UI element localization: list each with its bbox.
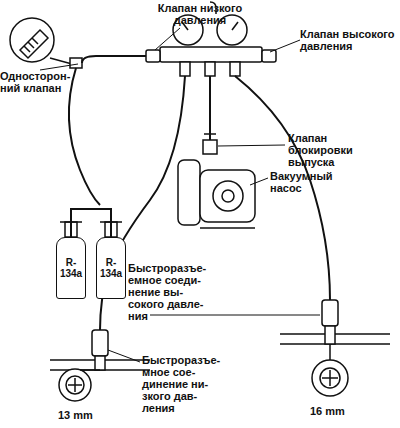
leader-line [150, 315, 320, 316]
quick-coupler [312, 360, 348, 396]
part-label: Клапан низкого давления [150, 2, 250, 26]
cylinder-valve [60, 221, 122, 223]
cylinder-label: R- 134a [57, 257, 85, 279]
vacuum-pump [213, 181, 243, 211]
quick-coupler [68, 378, 82, 392]
quick-coupler [322, 300, 338, 326]
manifold-gauge [146, 50, 160, 62]
quick-coupler [322, 370, 338, 386]
leader-line [270, 40, 300, 52]
cylinder-valve [60, 222, 122, 237]
part-label: Односторон- ний клапан [0, 70, 74, 94]
leader-line [218, 145, 285, 146]
part-label: Клапан блокировки выпуска [288, 132, 378, 168]
quick-coupler [66, 376, 84, 394]
vacuum-pump [222, 190, 234, 202]
leader-line [155, 28, 180, 50]
vacuum-pump [200, 170, 255, 222]
hose [209, 76, 211, 140]
leader-line [40, 28, 320, 362]
quick-coupler [320, 368, 340, 388]
manifold-gauge [146, 2, 276, 76]
manifold-gauge [180, 62, 190, 76]
quick-coupler [50, 300, 390, 401]
refrigerant-cylinder: R- 134a [96, 237, 126, 299]
leader-line [108, 350, 140, 362]
vacuum-pump [178, 160, 200, 225]
manifold-gauge [262, 50, 276, 62]
leader-line [250, 178, 268, 185]
one-way-valve [70, 58, 82, 68]
quick-coupler [92, 330, 108, 356]
one-way-valve [10, 18, 54, 62]
dimension-label: 13 mm [58, 409, 108, 421]
part-label: Быстроразъе- емное соеди- нение вы- соко… [128, 262, 210, 322]
part-label: Клапан высокого давления [300, 28, 396, 52]
vacuum-pump [203, 140, 217, 154]
one-way-valve [10, 18, 82, 68]
manifold-gauge [205, 62, 215, 76]
part-label: Быстроразъе- мное сое- динение ни- зкого… [142, 354, 224, 414]
hose [69, 68, 100, 205]
vacuum-pump [200, 227, 255, 229]
vacuum-pump [178, 134, 255, 228]
manifold-gauge [230, 62, 240, 76]
one-way-valve [20, 30, 48, 58]
manifold-gauge [232, 22, 238, 30]
dimension-label: 16 mm [310, 405, 360, 417]
quick-coupler [95, 356, 105, 370]
refrigerant-cylinder: R- 134a [56, 237, 86, 299]
one-way-valve [50, 58, 72, 64]
quick-coupler [59, 369, 91, 401]
part-label: Вакуумный насос [270, 170, 342, 194]
cylinder-pipe [71, 209, 111, 237]
vacuum-pump [204, 134, 216, 140]
one-way-valve [24, 38, 38, 52]
cylinder-label: R- 134a [97, 257, 125, 279]
manifold-gauge [160, 47, 262, 62]
hose [82, 56, 146, 63]
quick-coupler [325, 326, 335, 344]
leader-line [40, 64, 78, 70]
